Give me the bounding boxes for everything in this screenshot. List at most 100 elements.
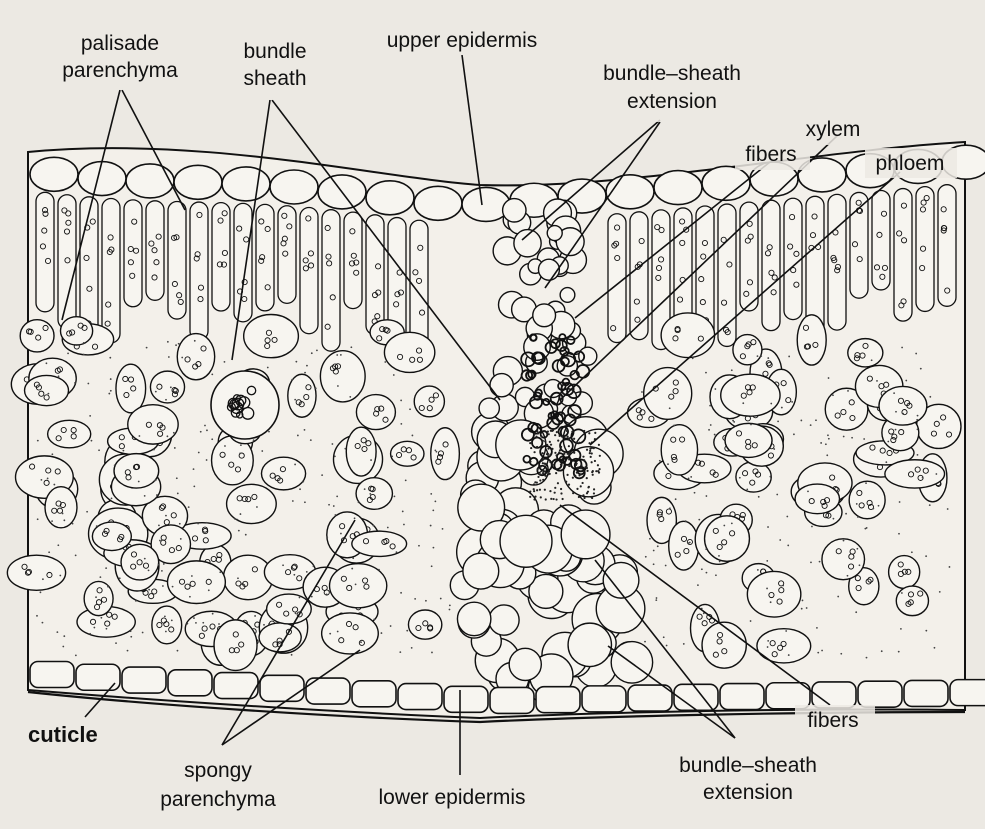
intercellular-dot xyxy=(162,585,164,587)
phloem-dot xyxy=(590,496,592,498)
phloem-dot xyxy=(562,498,564,500)
intercellular-dot xyxy=(189,596,191,598)
leaf-tissue xyxy=(7,142,985,722)
intercellular-dot xyxy=(817,652,819,654)
intercellular-dot xyxy=(267,367,269,369)
intercellular-dot xyxy=(786,516,788,518)
intercellular-dot xyxy=(723,525,725,527)
intercellular-dot xyxy=(893,392,895,394)
intercellular-dot xyxy=(180,538,182,540)
intercellular-dot xyxy=(825,443,827,445)
intercellular-dot xyxy=(767,357,769,359)
phloem-dot xyxy=(568,438,570,440)
intercellular-dot xyxy=(689,567,691,569)
phloem-dot xyxy=(549,461,551,463)
label-bse-top-line2: extension xyxy=(627,90,717,113)
intercellular-dot xyxy=(669,407,671,409)
intercellular-dot xyxy=(115,642,117,644)
phloem-dot xyxy=(534,481,536,483)
spongy-cell xyxy=(391,441,424,466)
intercellular-dot xyxy=(292,500,294,502)
intercellular-dot xyxy=(394,495,396,497)
intercellular-dot xyxy=(767,646,769,648)
phloem-dot xyxy=(588,432,590,434)
intercellular-dot xyxy=(655,599,657,601)
phloem-dot xyxy=(529,442,531,444)
intercellular-dot xyxy=(313,565,315,567)
intercellular-dot xyxy=(171,620,173,622)
intercellular-dot xyxy=(381,632,383,634)
phloem-dot xyxy=(580,467,582,469)
intercellular-dot xyxy=(430,525,432,527)
intercellular-dot xyxy=(83,354,85,356)
intercellular-dot xyxy=(907,602,909,604)
intercellular-dot xyxy=(811,526,813,528)
phloem-dot xyxy=(547,453,549,455)
intercellular-dot xyxy=(75,554,77,556)
spongy-cell xyxy=(644,368,692,420)
intercellular-dot xyxy=(788,356,790,358)
intercellular-dot xyxy=(920,368,922,370)
vein-cell xyxy=(479,398,499,418)
intercellular-dot xyxy=(336,354,338,356)
phloem-dot xyxy=(567,435,569,437)
phloem-dot xyxy=(560,464,562,466)
phloem-dot xyxy=(542,472,544,474)
intercellular-dot xyxy=(114,464,116,466)
upper-epidermis-cell xyxy=(222,167,270,201)
phloem-dot xyxy=(580,464,582,466)
intercellular-dot xyxy=(173,432,175,434)
intercellular-dot xyxy=(198,452,200,454)
phloem-dot xyxy=(589,452,591,454)
intercellular-dot xyxy=(240,444,242,446)
lower-epidermis-cell xyxy=(398,684,442,710)
phloem-dot xyxy=(587,491,589,493)
phloem-dot xyxy=(572,492,574,494)
intercellular-dot xyxy=(706,572,708,574)
intercellular-dot xyxy=(887,441,889,443)
intercellular-dot xyxy=(59,575,61,577)
intercellular-dot xyxy=(898,651,900,653)
intercellular-dot xyxy=(62,646,64,648)
intercellular-dot xyxy=(434,449,436,451)
phloem-dot xyxy=(568,451,570,453)
intercellular-dot xyxy=(127,650,129,652)
spongy-cell xyxy=(25,375,69,405)
intercellular-dot xyxy=(665,565,667,567)
intercellular-dot xyxy=(93,627,95,629)
spongy-cell xyxy=(661,313,714,358)
phloem-dot xyxy=(576,488,578,490)
phloem-dot xyxy=(551,464,553,466)
intercellular-dot xyxy=(42,578,44,580)
intercellular-dot xyxy=(83,342,85,344)
phloem-dot xyxy=(551,448,553,450)
intercellular-dot xyxy=(206,522,208,524)
palisade-cell xyxy=(124,200,142,307)
phloem-dot xyxy=(546,444,548,446)
spongy-cell xyxy=(705,516,750,562)
intercellular-dot xyxy=(406,630,408,632)
intercellular-dot xyxy=(400,400,402,402)
phloem-dot xyxy=(591,471,593,473)
intercellular-dot xyxy=(263,624,265,626)
intercellular-dot xyxy=(832,394,834,396)
intercellular-dot xyxy=(750,620,752,622)
intercellular-dot xyxy=(785,630,787,632)
vein-cell xyxy=(503,199,526,222)
intercellular-dot xyxy=(697,584,699,586)
intercellular-dot xyxy=(685,520,687,522)
palisade-cell xyxy=(146,201,164,301)
lower-epidermis-cell xyxy=(766,683,810,709)
phloem-dot xyxy=(590,456,592,458)
intercellular-dot xyxy=(99,576,101,578)
phloem-dot xyxy=(555,454,557,456)
intercellular-dot xyxy=(171,402,173,404)
intercellular-dot xyxy=(390,625,392,627)
intercellular-dot xyxy=(200,431,202,433)
palisade-cell xyxy=(828,194,846,330)
phloem-dot xyxy=(568,465,570,467)
intercellular-dot xyxy=(895,411,897,413)
phloem-dot xyxy=(559,449,561,451)
phloem-dot xyxy=(534,496,536,498)
